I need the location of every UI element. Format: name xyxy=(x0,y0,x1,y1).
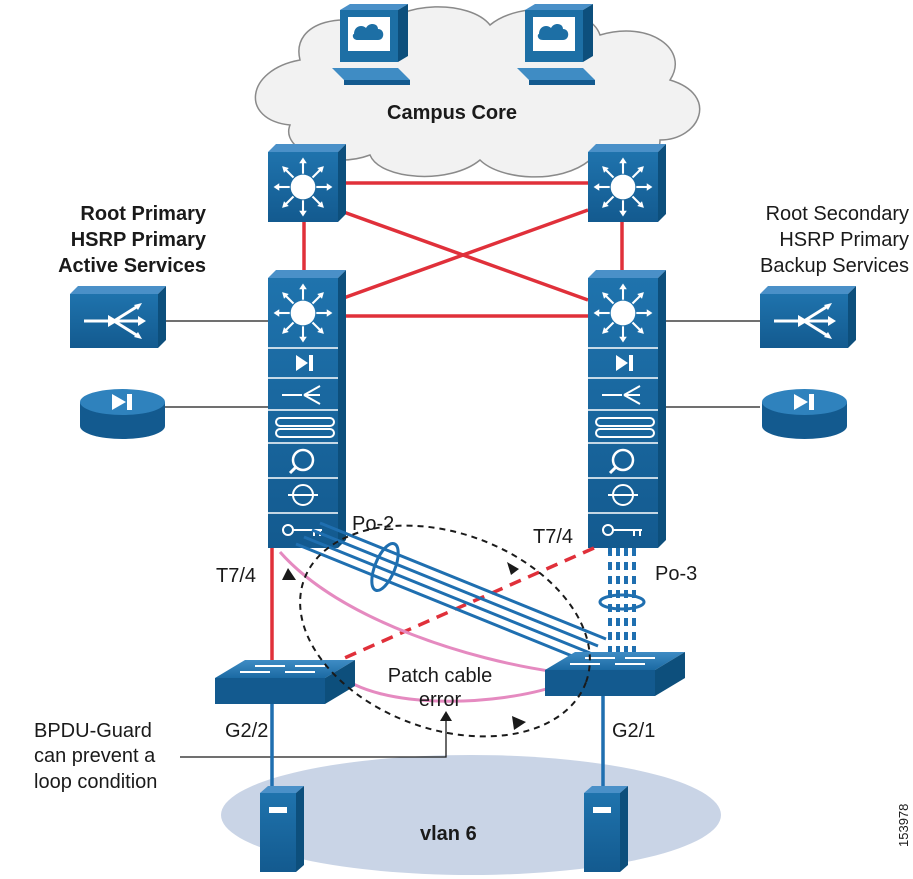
t74-left-label: T7/4 xyxy=(216,565,256,587)
svg-text:BPDU-Guard: BPDU-Guard xyxy=(34,720,152,742)
svg-text:can prevent a: can prevent a xyxy=(34,745,156,767)
vlan-label: vlan 6 xyxy=(420,823,477,845)
server-icon xyxy=(260,786,304,872)
bpdu-pointer xyxy=(180,721,447,758)
layer3-switch-icon xyxy=(588,144,666,222)
workgroup-switch-icon xyxy=(545,652,685,696)
loop-path xyxy=(299,524,591,738)
figure-id: 153978 xyxy=(896,804,911,847)
svg-text:Active Services: Active Services xyxy=(58,255,206,277)
po3-label: Po-3 xyxy=(655,563,697,585)
campus-core-label: Campus Core xyxy=(387,102,517,124)
firewall-icon xyxy=(762,389,847,439)
patch-error-label: Patch cable error xyxy=(388,665,493,711)
po3-ring xyxy=(598,593,646,611)
core-links xyxy=(302,181,624,318)
left-title: Root Primary HSRP Primary Active Service… xyxy=(58,203,207,277)
bpdu-guard-label: BPDU-Guard can prevent a loop condition xyxy=(34,720,157,793)
svg-text:Backup Services: Backup Services xyxy=(760,255,909,277)
svg-text:HSRP Primary: HSRP Primary xyxy=(779,229,909,251)
g21-label: G2/1 xyxy=(612,720,655,742)
server-links xyxy=(270,696,605,793)
po2-bundle xyxy=(295,521,607,662)
svg-text:loop condition: loop condition xyxy=(34,771,157,793)
t74-right-link xyxy=(339,546,595,662)
service-chassis-icon xyxy=(268,270,346,548)
po2-ring xyxy=(370,542,400,592)
po2-label: Po-2 xyxy=(352,513,394,535)
svg-text:Patch cable: Patch cable xyxy=(388,665,493,687)
server-terminal-icon xyxy=(332,4,410,85)
server-terminal-icon xyxy=(517,4,595,85)
layer3-switch-icon xyxy=(268,144,346,222)
content-switch-icon xyxy=(760,286,856,348)
svg-text:Root Secondary: Root Secondary xyxy=(766,203,909,225)
appliance-links xyxy=(165,320,760,408)
firewall-icon xyxy=(80,389,165,439)
loop-arrows xyxy=(282,562,526,730)
server-icon xyxy=(584,786,628,872)
workgroup-switch-icon xyxy=(215,660,355,704)
svg-text:Root Primary: Root Primary xyxy=(80,203,206,225)
svg-text:error: error xyxy=(419,689,462,711)
po3-bundle xyxy=(608,548,636,655)
content-switch-icon xyxy=(70,286,166,348)
t74-right-label: T7/4 xyxy=(533,526,573,548)
patch-cable-links xyxy=(278,551,557,703)
service-chassis-icon xyxy=(588,270,666,548)
right-title: Root Secondary HSRP Primary Backup Servi… xyxy=(760,203,909,277)
svg-text:HSRP Primary: HSRP Primary xyxy=(71,229,207,251)
g22-label: G2/2 xyxy=(225,720,268,742)
